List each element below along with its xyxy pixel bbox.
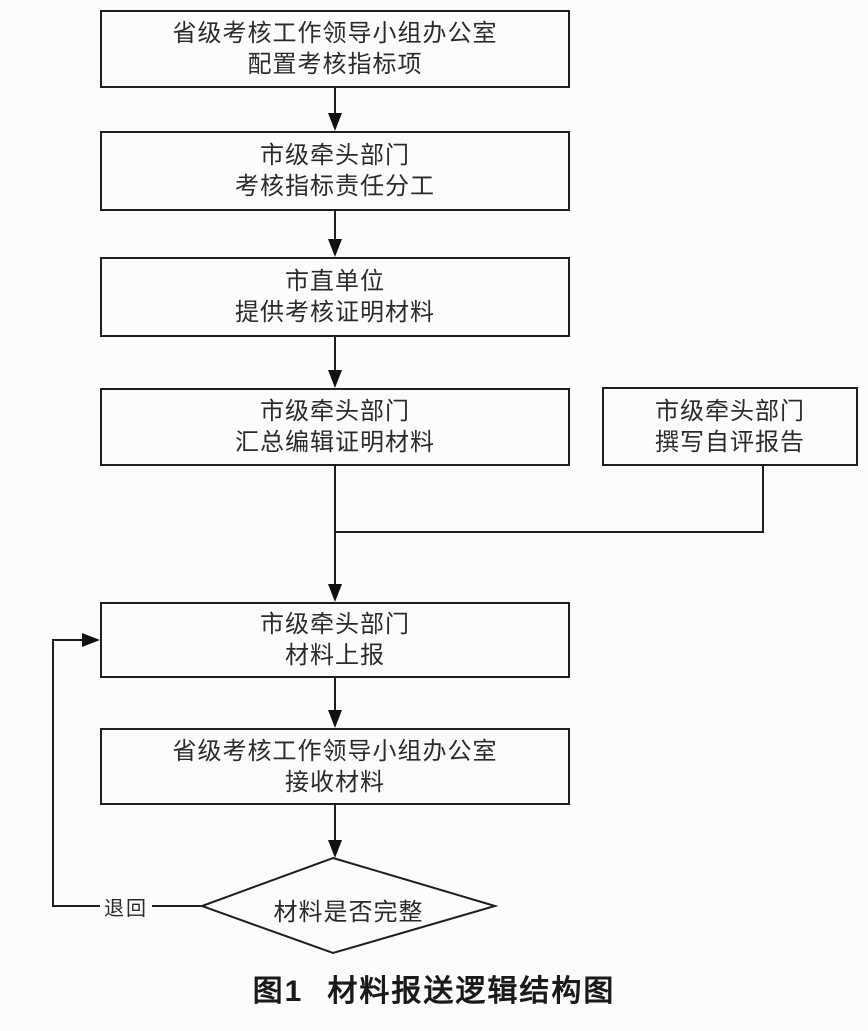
arrowhead-configure-to-division xyxy=(328,113,342,131)
arrowhead-submit-to-receive xyxy=(328,710,342,728)
node-text-line: 市级牵头部门 xyxy=(260,611,410,638)
decision-diamond-shape xyxy=(199,856,499,955)
node-text-line: 汇总编辑证明材料 xyxy=(235,429,435,456)
arrowhead-receive-to-decision xyxy=(328,840,342,858)
node-text-line: 市级牵头部门 xyxy=(655,397,805,425)
node-province-configure-indicators: 省级考核工作领导小组办公室 配置考核指标项 xyxy=(100,10,570,88)
node-text-line: 配置考核指标项 xyxy=(247,51,423,78)
node-province-receive-materials: 省级考核工作领导小组办公室 接收材料 xyxy=(100,728,570,805)
arrowhead-return-loop xyxy=(82,633,100,647)
figure-caption-number: 图1 xyxy=(252,975,304,1008)
figure-caption-title: 材料报送逻辑结构图 xyxy=(327,975,616,1008)
node-text-line: 省级考核工作领导小组办公室 xyxy=(172,737,498,765)
arrowhead-division-to-provide xyxy=(328,239,342,257)
node-city-submit-materials: 市级牵头部门 材料上报 xyxy=(100,602,570,678)
figure-caption: 图1 材料报送逻辑结构图 xyxy=(0,966,868,1010)
node-text-line: 市级牵头部门 xyxy=(260,398,410,425)
node-text-line: 市级牵头部门 xyxy=(260,142,410,169)
node-city-responsibility-division: 市级牵头部门 考核指标责任分工 xyxy=(100,131,570,211)
return-edge-label: 退回 xyxy=(100,892,152,921)
node-city-units-provide-materials: 市直单位 提供考核证明材料 xyxy=(100,257,570,337)
node-text-line: 接收材料 xyxy=(285,768,385,796)
edge-selfreport-merge xyxy=(335,466,764,533)
node-city-compile-materials: 市级牵头部门 汇总编辑证明材料 xyxy=(100,388,570,466)
arrowhead-provide-to-compile xyxy=(328,370,342,388)
node-text-line: 提供考核证明材料 xyxy=(235,299,435,326)
node-text-line: 撰写自评报告 xyxy=(655,428,805,456)
node-text-line: 省级考核工作领导小组办公室 xyxy=(172,20,498,47)
node-text-line: 市直单位 xyxy=(285,268,385,295)
node-city-self-evaluation-report: 市级牵头部门 撰写自评报告 xyxy=(602,387,858,466)
arrowhead-compile-to-submit xyxy=(328,584,342,602)
node-text-line: 材料上报 xyxy=(285,642,385,669)
decision-material-complete-label: 材料是否完整 xyxy=(273,899,424,926)
node-text-line: 考核指标责任分工 xyxy=(235,173,435,200)
